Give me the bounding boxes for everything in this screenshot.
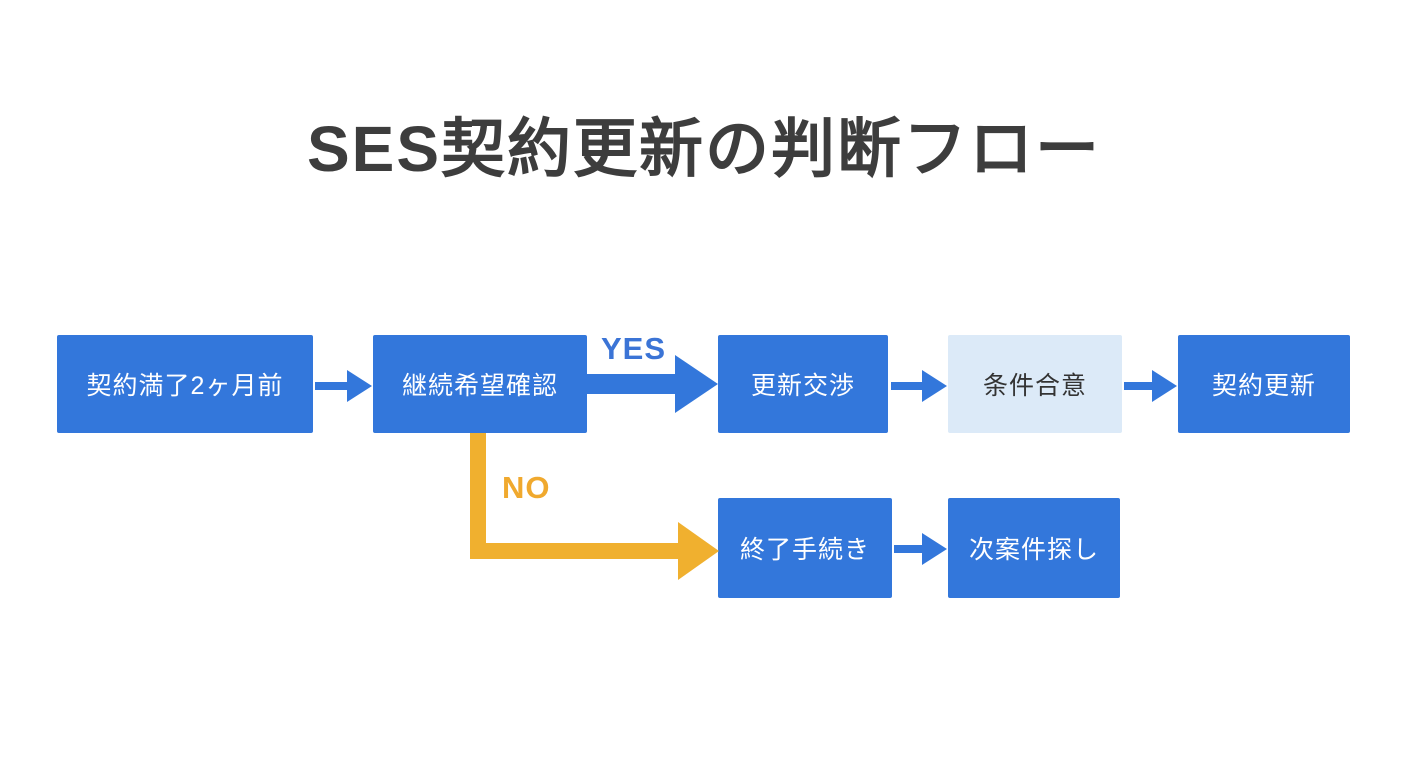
arrow-shaft bbox=[894, 545, 922, 553]
node-label: 契約満了2ヶ月前 bbox=[86, 372, 284, 400]
flow-node-confirm-continuation: 継続希望確認 bbox=[373, 335, 587, 433]
arrow-shaft bbox=[1124, 382, 1152, 390]
arrow-no-head-icon bbox=[678, 522, 719, 580]
arrow-expiry-to-confirm-icon bbox=[315, 370, 372, 402]
arrow-agreement-to-renewal-icon bbox=[1124, 370, 1177, 402]
arrow-no-horizontal-segment-icon bbox=[470, 543, 678, 559]
node-label: 条件合意 bbox=[982, 372, 1087, 400]
arrow-head bbox=[1152, 370, 1177, 402]
arrow-head bbox=[675, 355, 718, 413]
flow-node-next-project-search: 次案件探し bbox=[948, 498, 1120, 598]
arrow-head bbox=[347, 370, 372, 402]
arrow-negotiation-to-agreement-icon bbox=[891, 370, 947, 402]
arrow-shaft bbox=[587, 374, 675, 394]
arrow-head bbox=[922, 533, 947, 565]
flow-node-renewal-negotiation: 更新交渉 bbox=[718, 335, 888, 433]
flow-node-contract-renewal: 契約更新 bbox=[1178, 335, 1350, 433]
arrow-yes-confirm-to-negotiation-icon bbox=[587, 355, 718, 413]
arrow-termination-to-next-project-icon bbox=[894, 533, 947, 565]
yes-edge-label: YES bbox=[601, 331, 667, 366]
node-label: 終了手続き bbox=[739, 536, 870, 564]
node-label: 更新交渉 bbox=[750, 372, 855, 400]
no-edge-label: NO bbox=[502, 470, 551, 505]
node-label: 契約更新 bbox=[1211, 372, 1316, 400]
node-label: 次案件探し bbox=[968, 536, 1099, 564]
arrow-shaft bbox=[315, 382, 347, 390]
arrow-shaft bbox=[891, 382, 922, 390]
flow-node-condition-agreement: 条件合意 bbox=[948, 335, 1122, 433]
node-label: 継続希望確認 bbox=[401, 372, 558, 400]
flow-node-termination-procedure: 終了手続き bbox=[718, 498, 892, 598]
arrow-head bbox=[922, 370, 947, 402]
page-title: SES契約更新の判断フロー bbox=[306, 113, 1102, 185]
flow-node-contract-expiry-2months: 契約満了2ヶ月前 bbox=[57, 335, 313, 433]
arrow-no-vertical-segment-icon bbox=[470, 433, 486, 559]
